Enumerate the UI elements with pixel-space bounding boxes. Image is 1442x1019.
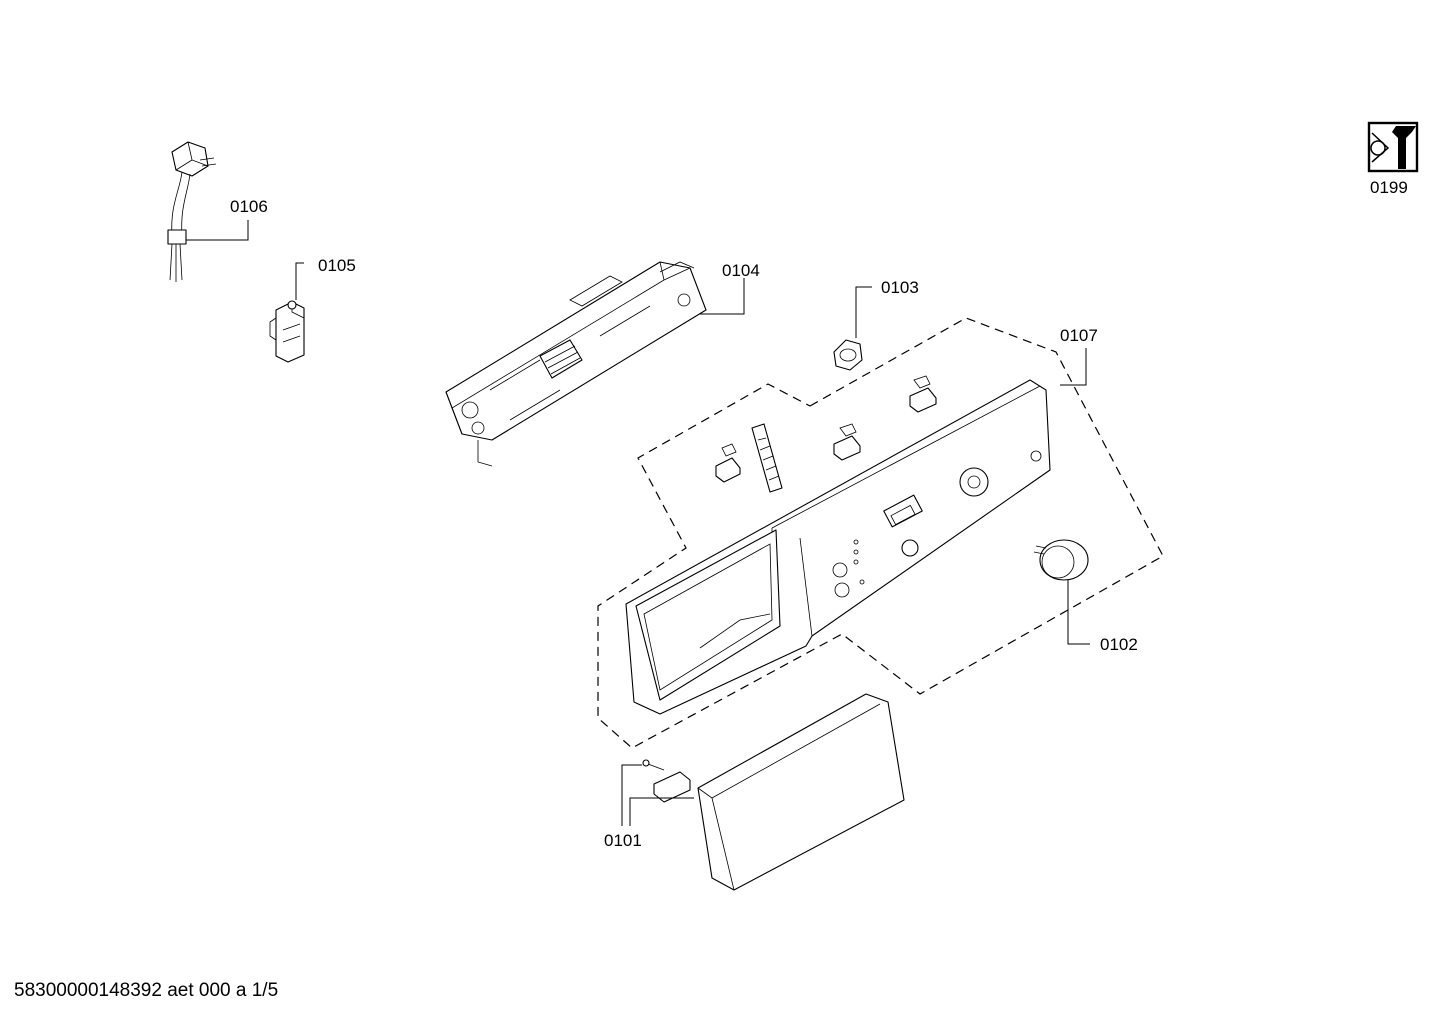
part-label-0103[interactable]: 0103 bbox=[881, 278, 919, 297]
part-label-0107[interactable]: 0107 bbox=[1060, 326, 1098, 345]
screw-and-clip-0101[interactable] bbox=[642, 759, 691, 803]
part-label-0101[interactable]: 0101 bbox=[604, 831, 642, 850]
led-carrier[interactable] bbox=[751, 423, 783, 493]
assembly-group-outline bbox=[597, 317, 1164, 749]
programme-knob-0102[interactable] bbox=[1033, 539, 1089, 581]
exploded-parts-diagram: 0106 0105 0104 0103 0107 bbox=[167, 121, 1419, 891]
control-module-0104[interactable] bbox=[445, 261, 707, 467]
leader-0105 bbox=[295, 262, 304, 300]
knob-cap-0103[interactable] bbox=[833, 339, 863, 371]
control-panel-fascia-0107[interactable] bbox=[625, 379, 1051, 715]
drawer-handle-0101[interactable] bbox=[697, 693, 905, 891]
leader-0104 bbox=[700, 278, 745, 315]
part-label-0106[interactable]: 0106 bbox=[230, 197, 268, 216]
button-plungers[interactable] bbox=[715, 375, 937, 483]
power-cable-0106[interactable] bbox=[167, 141, 217, 282]
leader-0101-a bbox=[621, 764, 642, 826]
leader-0102 bbox=[1067, 580, 1090, 645]
leader-0106 bbox=[186, 220, 249, 241]
part-label-0102[interactable]: 0102 bbox=[1100, 635, 1138, 654]
leader-0103 bbox=[855, 286, 872, 338]
document-id: 58300000148392 aet 000 a 1/5 bbox=[14, 980, 279, 1001]
leader-0107 bbox=[1060, 348, 1087, 386]
wrench-icon[interactable] bbox=[1367, 121, 1419, 173]
leader-0101-b bbox=[629, 797, 694, 826]
part-label-0199[interactable]: 0199 bbox=[1370, 178, 1408, 197]
clip-0105[interactable] bbox=[269, 300, 305, 363]
part-label-0104[interactable]: 0104 bbox=[722, 261, 760, 280]
part-label-0105[interactable]: 0105 bbox=[318, 256, 356, 275]
